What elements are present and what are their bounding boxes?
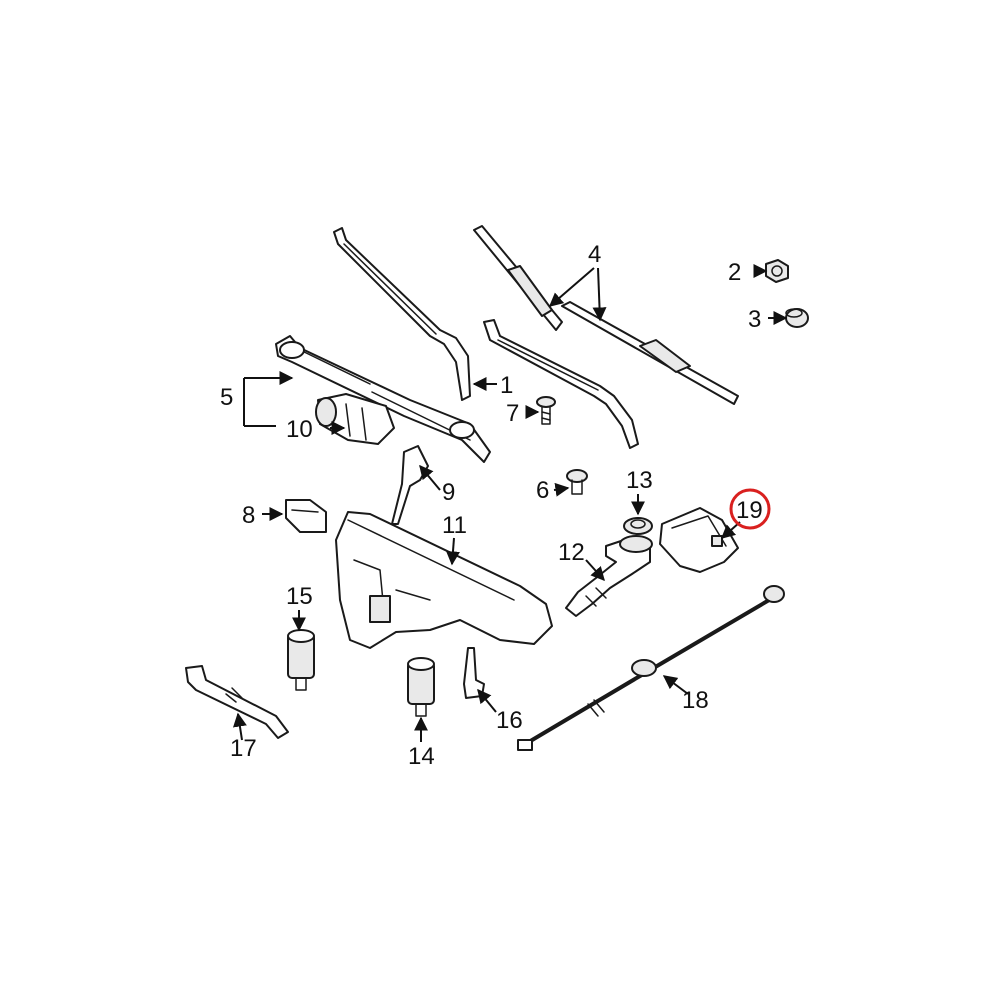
callout-3[interactable]: 3 [748,306,761,333]
callout-1[interactable]: 1 [500,372,513,399]
callout-labels: 1 2 3 4 5 6 7 8 9 10 11 12 13 14 15 16 1… [220,241,763,770]
part-connector-8[interactable] [285,499,327,533]
highlight-ring [729,488,771,530]
callout-18[interactable]: 18 [682,687,709,714]
part-filler-cap[interactable] [623,517,653,535]
part-bracket-9[interactable] [391,445,429,525]
part-screw-7[interactable] [536,396,556,425]
callout-11[interactable]: 11 [442,512,467,539]
callout-12[interactable]: 12 [558,539,585,566]
callout-8[interactable]: 8 [242,502,255,529]
callout-14[interactable]: 14 [408,743,435,770]
callout-7[interactable]: 7 [506,400,519,427]
callout-13[interactable]: 13 [626,467,653,494]
callout-16[interactable]: 16 [496,707,523,734]
part-washer-reservoir[interactable] [335,511,553,649]
callout-5[interactable]: 5 [220,384,233,411]
part-washer-hose-18[interactable] [517,585,785,751]
part-wiper-arm-left[interactable] [333,227,471,401]
part-nut[interactable] [765,259,789,283]
part-wiper-arm-right[interactable] [483,319,639,449]
part-level-sensor-16[interactable] [463,647,485,699]
part-wiper-blade-long[interactable] [561,301,739,405]
part-filler-neck[interactable] [565,535,653,617]
callout-10[interactable]: 10 [286,416,313,443]
part-washer-pump-14[interactable] [407,657,435,717]
callout-6[interactable]: 6 [536,477,549,504]
part-wiper-linkage[interactable] [275,335,491,463]
callout-19[interactable]: 19 [736,497,763,524]
part-bolt-6[interactable] [566,469,588,495]
part-washer-pump-15[interactable] [287,629,315,691]
callout-9[interactable]: 9 [442,479,455,506]
part-cap[interactable] [785,308,809,328]
part-washer-hose-17[interactable] [185,665,289,739]
part-wiper-motor[interactable] [315,393,395,445]
part-support-bracket-19[interactable] [659,507,739,573]
callout-4[interactable]: 4 [588,241,601,268]
leader-lines [232,264,788,742]
callout-15[interactable]: 15 [286,583,313,610]
part-wiper-blade-short[interactable] [473,225,563,331]
callout-2[interactable]: 2 [728,259,741,286]
callout-17[interactable]: 17 [230,735,257,762]
